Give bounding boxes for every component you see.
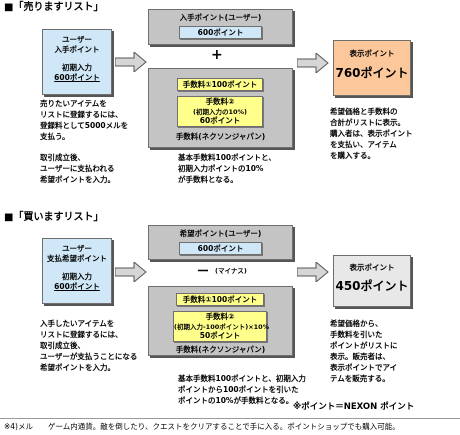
- buy-note-registration: 入手したいアイテムを リストに登録するには、 取引成立後、 ユーザーが支払うこと…: [40, 318, 137, 373]
- buy-user-points-label: 支払希望ポイント: [47, 254, 107, 263]
- sell-fee-box: 手数料①100ポイント 手数料② (初期入力の10%) 60ポイント 手数料(ネ…: [148, 68, 293, 148]
- note-line: 基本手数料100ポイントと、初期入力: [178, 374, 306, 383]
- note-line: 入手したいアイテムを: [40, 319, 115, 328]
- sell-fee1-box: 手数料①100ポイント: [177, 78, 263, 91]
- sell-user-label: ユーザー: [62, 35, 92, 44]
- buy-user-input-box: ユーザー 支払希望ポイント 初期入力 600ポイント: [42, 238, 112, 304]
- sell-initial-input-label: 初期入力: [62, 63, 92, 72]
- note-line: 希望ポイントを入力。: [40, 175, 115, 184]
- arrow-right-icon: [115, 262, 147, 282]
- buy-fee1-label: 手数料①100ポイント: [182, 295, 258, 304]
- buy-note-fee: 基本手数料100ポイントと、初期入力 ポイントから100ポイントを引いた ポイン…: [178, 373, 306, 406]
- buy-fee-caption: 手数料(ネクソンジャパン): [175, 345, 266, 354]
- buy-fee2-value: 50ポイント: [199, 331, 241, 340]
- buy-initial-input-label: 初期入力: [62, 272, 92, 281]
- sell-fee-caption: 手数料(ネクソンジャパン): [175, 132, 266, 141]
- buy-user-points-title: 希望ポイント(ユーザー): [179, 229, 262, 238]
- note-line: 売りたいアイテムを: [40, 99, 107, 108]
- buy-fee2-title: 手数料②: [205, 312, 235, 321]
- sell-user-points-value: 600ポイント: [197, 28, 244, 37]
- sell-user-points-box: 入手ポイント(ユーザー) 600ポイント: [148, 9, 293, 45]
- plus-operator: +: [211, 47, 223, 63]
- note-line: リストに登録するには、: [40, 110, 123, 119]
- note-line: リストに登録するには、: [40, 330, 123, 339]
- buy-display-label: 表示ポイント: [349, 263, 395, 272]
- buy-fee2-formula: (初期入力-100ポイント)×10%: [174, 323, 270, 331]
- sell-user-input-box: ユーザー 入手ポイント 初期入力 600ポイント: [42, 29, 112, 95]
- sell-note-fee: 基本手数料100ポイントと、 初期入力ポイントの10% が手数料となる。: [178, 152, 276, 185]
- sell-fee2-title: 手数料②: [205, 97, 235, 106]
- sell-note-input: 取引成立後、 ユーザーに支払われる 希望ポイントを入力。: [40, 152, 115, 185]
- sell-user-points-value-box: 600ポイント: [179, 26, 262, 39]
- note-line: ポイントの10%が手数料となる。: [178, 396, 294, 405]
- buy-user-points-box: 希望ポイント(ユーザー) 600ポイント: [148, 225, 293, 260]
- minus-operator-label: (マイナス): [215, 267, 247, 275]
- arrow-right-icon: [115, 52, 147, 72]
- sell-display-points-box: 表示ポイント 760ポイント: [333, 40, 411, 96]
- buy-fee2-box: 手数料② (初期入力-100ポイント)×10% 50ポイント: [173, 311, 270, 342]
- buy-user-points-value: 600ポイント: [197, 244, 244, 253]
- sell-display-value: 760ポイント: [335, 66, 409, 80]
- footer-divider: [0, 418, 460, 419]
- sell-fee1-label: 手数料①100ポイント: [182, 80, 258, 89]
- sell-initial-input-value: 600ポイント: [54, 73, 100, 82]
- buy-note-display: 希望価格から、 手数料を引いた ポイントがリストに 表示。販売者は、 表示ポイン…: [330, 318, 398, 384]
- sell-fee2-box: 手数料② (初期入力の10%) 60ポイント: [177, 96, 263, 127]
- buy-section-title: ■「買いますリスト」: [4, 212, 104, 223]
- note-line: ユーザーが支払うことになる: [40, 352, 138, 361]
- arrow-right-icon: [297, 53, 329, 73]
- buy-user-label: ユーザー: [62, 244, 92, 253]
- note-line: 取引成立後、: [40, 153, 85, 162]
- buy-user-points-value-box: 600ポイント: [179, 242, 262, 255]
- sell-user-points-label: 入手ポイント: [54, 45, 100, 54]
- sell-note-registration: 売りたいアイテムを リストに登録するには、 登録料として5000メルを 支払う。: [40, 98, 128, 142]
- sell-display-label: 表示ポイント: [349, 49, 395, 58]
- note-line: 支払う。: [40, 132, 70, 141]
- point-definition-note: ※ポイント＝NEXON ポイント: [293, 402, 415, 412]
- note-line: 初期入力ポイントの10%: [178, 164, 264, 173]
- note-line: が手数料となる。: [178, 175, 238, 184]
- note-line: を支払い、アイテム: [330, 140, 397, 149]
- sell-section-title: ■「売りますリスト」: [4, 2, 104, 13]
- note-line: ポイントから100ポイントを引いた: [178, 385, 299, 394]
- arrow-right-icon: [297, 262, 329, 282]
- note-line: 表示ポイントでアイ: [330, 363, 398, 372]
- note-line: 表示。販売者は、: [330, 352, 390, 361]
- note-line: 取引成立後、: [40, 341, 85, 350]
- buy-fee-box: 手数料①100ポイント 手数料② (初期入力-100ポイント)×10% 50ポイ…: [148, 286, 293, 356]
- note-line: 希望価格から、: [330, 319, 383, 328]
- buy-initial-input-value: 600ポイント: [54, 282, 100, 291]
- note-line: ポイントがリストに: [330, 341, 398, 350]
- sell-fee2-value: 60ポイント: [199, 116, 241, 125]
- note-line: ユーザーに支払われる: [40, 164, 115, 173]
- note-line: 手数料を引いた: [330, 330, 383, 339]
- note-line: を購入する。: [330, 151, 375, 160]
- sell-fee2-formula: (初期入力の10%): [193, 108, 247, 116]
- note-line: 基本手数料100ポイントと、: [178, 153, 276, 162]
- buy-fee1-box: 手数料①100ポイント: [176, 293, 264, 306]
- note-line: 合計がリストに表示。: [330, 118, 405, 127]
- minus-operator: ー: [197, 264, 210, 278]
- note-line: 購入者は、表示ポイント: [330, 129, 413, 138]
- sell-note-display: 希望価格と手数料の 合計がリストに表示。 購入者は、表示ポイント を支払い、アイ…: [330, 106, 413, 161]
- buy-display-value: 450ポイント: [335, 279, 409, 293]
- note-line: テムを販売する。: [330, 374, 390, 383]
- footer-term: ※4)メル: [4, 422, 33, 431]
- note-line: 希望ポイントを入力。: [40, 363, 115, 372]
- buy-display-points-box: 表示ポイント 450ポイント: [333, 255, 411, 307]
- sell-user-points-title: 入手ポイント(ユーザー): [179, 13, 262, 22]
- note-line: 登録料として5000メルを: [40, 121, 129, 130]
- note-line: 希望価格と手数料の: [330, 107, 398, 116]
- footer-definition: ゲーム内通貨。敵を倒したり、クエストをクリアすることで手に入る。ポイントショップ…: [48, 422, 400, 431]
